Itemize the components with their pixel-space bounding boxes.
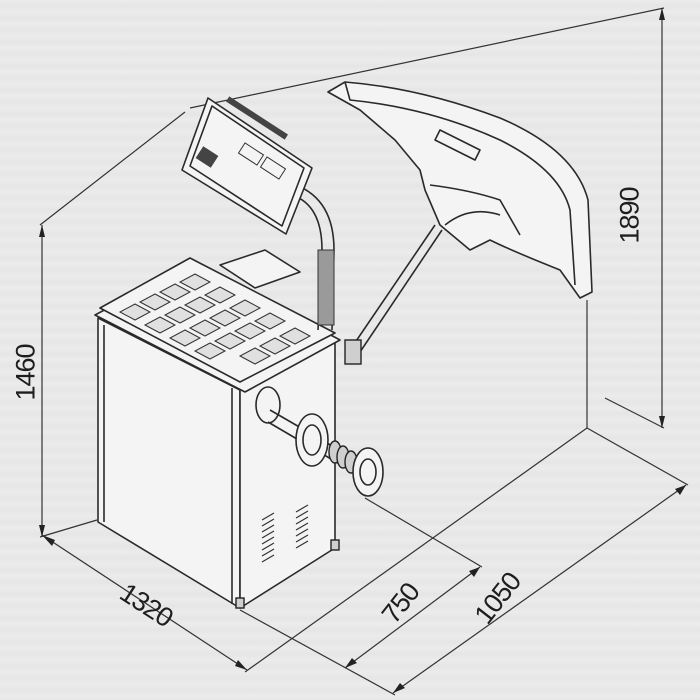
dim-line-1320 bbox=[41, 534, 248, 671]
dim-line-1050 bbox=[392, 484, 687, 694]
extension-line-1460-bottom bbox=[39, 519, 98, 538]
extension-line-top bbox=[189, 7, 665, 109]
dimension-lines bbox=[39, 7, 689, 696]
back-flange bbox=[295, 413, 329, 467]
front-cone bbox=[352, 447, 384, 497]
dimension-label-1460: 1460 bbox=[10, 344, 41, 401]
extension-line-750 bbox=[364, 497, 483, 568]
extension-line-1890-bottom bbox=[604, 397, 665, 429]
dim-line-750 bbox=[344, 566, 481, 669]
extension-line-floor-right bbox=[586, 427, 689, 486]
balancer-shaft bbox=[255, 386, 384, 497]
vent-grilles bbox=[261, 504, 309, 563]
extension-line-1460-top bbox=[39, 111, 186, 226]
wheel-guard-hood bbox=[327, 81, 593, 365]
extension-line-front bbox=[239, 609, 396, 696]
display-panel bbox=[181, 96, 313, 235]
extension-line-floor-back bbox=[244, 427, 588, 673]
display-arm bbox=[291, 184, 335, 331]
arrowheads bbox=[39, 8, 686, 693]
dimension-label-1890: 1890 bbox=[614, 187, 645, 244]
